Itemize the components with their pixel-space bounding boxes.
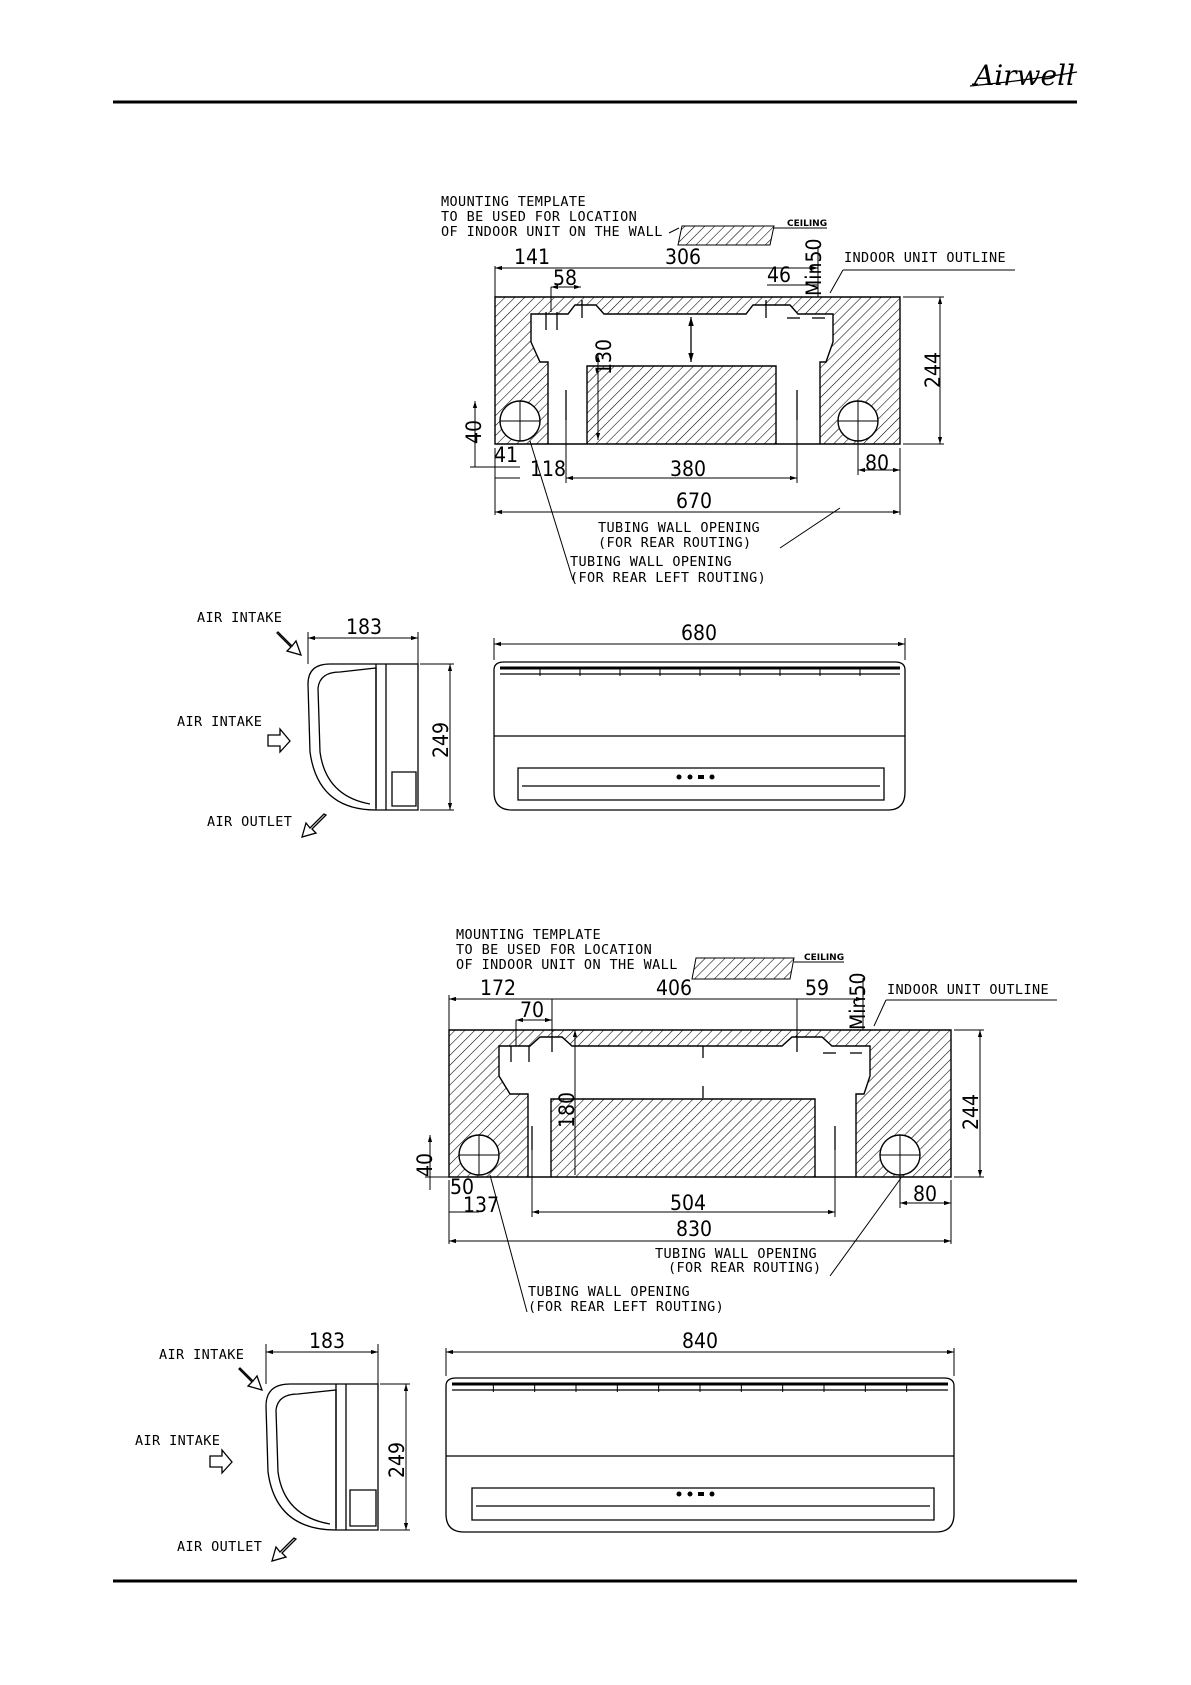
dim2-vertical-inner: 180 xyxy=(555,1092,579,1128)
note2-rearleft-1: TUBING WALL OPENING xyxy=(528,1284,690,1300)
dim-height: 244 xyxy=(921,352,945,388)
dim-left-top: 141 xyxy=(514,245,550,269)
arrow-air-intake-mid-icon xyxy=(267,727,291,754)
label2-air-intake-top: AIR INTAKE xyxy=(159,1347,244,1363)
dim-hole-left: 41 xyxy=(494,443,518,467)
outline-label-2: INDOOR UNIT OUTLINE xyxy=(887,982,1049,998)
dim-right: 80 xyxy=(865,451,889,475)
dim-center-top: 306 xyxy=(665,245,701,269)
dim2-hole-height: 40 xyxy=(413,1153,437,1177)
logo-swash xyxy=(969,71,1078,87)
ceiling-hatch xyxy=(677,225,775,246)
dim2-span: 504 xyxy=(670,1191,706,1215)
caption2-line-3: OF INDOOR UNIT ON THE WALL xyxy=(456,957,678,973)
note2-rearleft-2: (FOR REAR LEFT ROUTING) xyxy=(528,1299,724,1315)
mounting-template-2: MOUNTING TEMPLATE TO BE USED FOR LOCATIO… xyxy=(413,927,1057,1315)
side-depth: 183 xyxy=(346,615,382,639)
label-air-outlet: AIR OUTLET xyxy=(207,814,292,830)
label2-air-intake-mid: AIR INTAKE xyxy=(135,1433,220,1449)
dim2-left-offset: 137 xyxy=(463,1193,499,1217)
arrow-air-intake-top-icon xyxy=(276,631,303,656)
label2-air-outlet: AIR OUTLET xyxy=(177,1539,262,1555)
front2-width: 840 xyxy=(682,1329,718,1353)
front2-view-body xyxy=(445,1377,955,1533)
side2-depth: 183 xyxy=(309,1329,345,1353)
unit-views-1: AIR INTAKE AIR INTAKE AIR OUTLET 183 249… xyxy=(177,610,906,838)
note2-rear-2: (FOR REAR ROUTING) xyxy=(668,1260,822,1276)
label-air-intake-top: AIR INTAKE xyxy=(197,610,282,626)
grille-louvers-1 xyxy=(539,668,861,676)
ceiling-label-2: CEILING xyxy=(804,953,844,963)
note-rear-2: (FOR REAR ROUTING) xyxy=(598,535,752,551)
dim-bolt: 58 xyxy=(553,266,577,290)
ceiling-label: CEILING xyxy=(787,219,827,229)
side2-height: 249 xyxy=(385,1442,409,1478)
dim-left-offset: 118 xyxy=(530,457,566,481)
dim2-right-top: 59 xyxy=(805,976,829,1000)
note2-rear-1: TUBING WALL OPENING xyxy=(655,1246,817,1262)
front-view-body xyxy=(493,661,906,811)
caption2-line-1: MOUNTING TEMPLATE xyxy=(456,927,601,943)
dim2-total: 830 xyxy=(676,1217,712,1241)
dim-span: 380 xyxy=(670,457,706,481)
dim2-hole-left: 50 xyxy=(450,1175,474,1199)
front-width: 680 xyxy=(681,621,717,645)
caption-line-3: OF INDOOR UNIT ON THE WALL xyxy=(441,224,663,240)
side2-view-body xyxy=(265,1383,379,1531)
note-rearleft-1: TUBING WALL OPENING xyxy=(570,554,732,570)
dim2-bolt: 70 xyxy=(520,998,544,1022)
mounting-template-1: MOUNTING TEMPLATE TO BE USED FOR LOCATIO… xyxy=(441,194,1015,586)
note-rear-1: TUBING WALL OPENING xyxy=(598,520,760,536)
arrow2-air-intake-mid-icon xyxy=(209,1448,233,1475)
dim2-min: Min50 xyxy=(846,972,870,1030)
dim-min: Min50 xyxy=(802,238,826,296)
side-view-body xyxy=(307,663,419,811)
label-air-intake-mid: AIR INTAKE xyxy=(177,714,262,730)
dim-hole-height: 40 xyxy=(462,420,486,444)
dim2-center-top: 406 xyxy=(656,976,692,1000)
outline-label: INDOOR UNIT OUTLINE xyxy=(844,250,1006,266)
ceiling-hatch-2 xyxy=(691,957,795,980)
caption-line-2: TO BE USED FOR LOCATION xyxy=(441,209,637,225)
dim-right-top: 46 xyxy=(767,263,791,287)
arrow-air-outlet-icon xyxy=(301,813,328,838)
dim-total: 670 xyxy=(676,489,712,513)
grille-louvers-2 xyxy=(492,1384,908,1392)
caption-line-1: MOUNTING TEMPLATE xyxy=(441,194,586,210)
unit-views-2: AIR INTAKE AIR INTAKE AIR OUTLET 183 249… xyxy=(135,1329,955,1562)
template-hatched-body-2 xyxy=(448,1029,952,1178)
dim2-right: 80 xyxy=(913,1182,937,1206)
dim2-left-top: 172 xyxy=(480,976,516,1000)
dim2-height: 244 xyxy=(959,1094,983,1130)
side-height: 249 xyxy=(429,722,453,758)
dim-vertical-inner: 130 xyxy=(592,339,616,375)
caption2-line-2: TO BE USED FOR LOCATION xyxy=(456,942,652,958)
arrow2-air-outlet-icon xyxy=(271,1537,298,1562)
note-rearleft-2: (FOR REAR LEFT ROUTING) xyxy=(570,570,766,586)
arrow2-air-intake-top-icon xyxy=(238,1367,264,1391)
